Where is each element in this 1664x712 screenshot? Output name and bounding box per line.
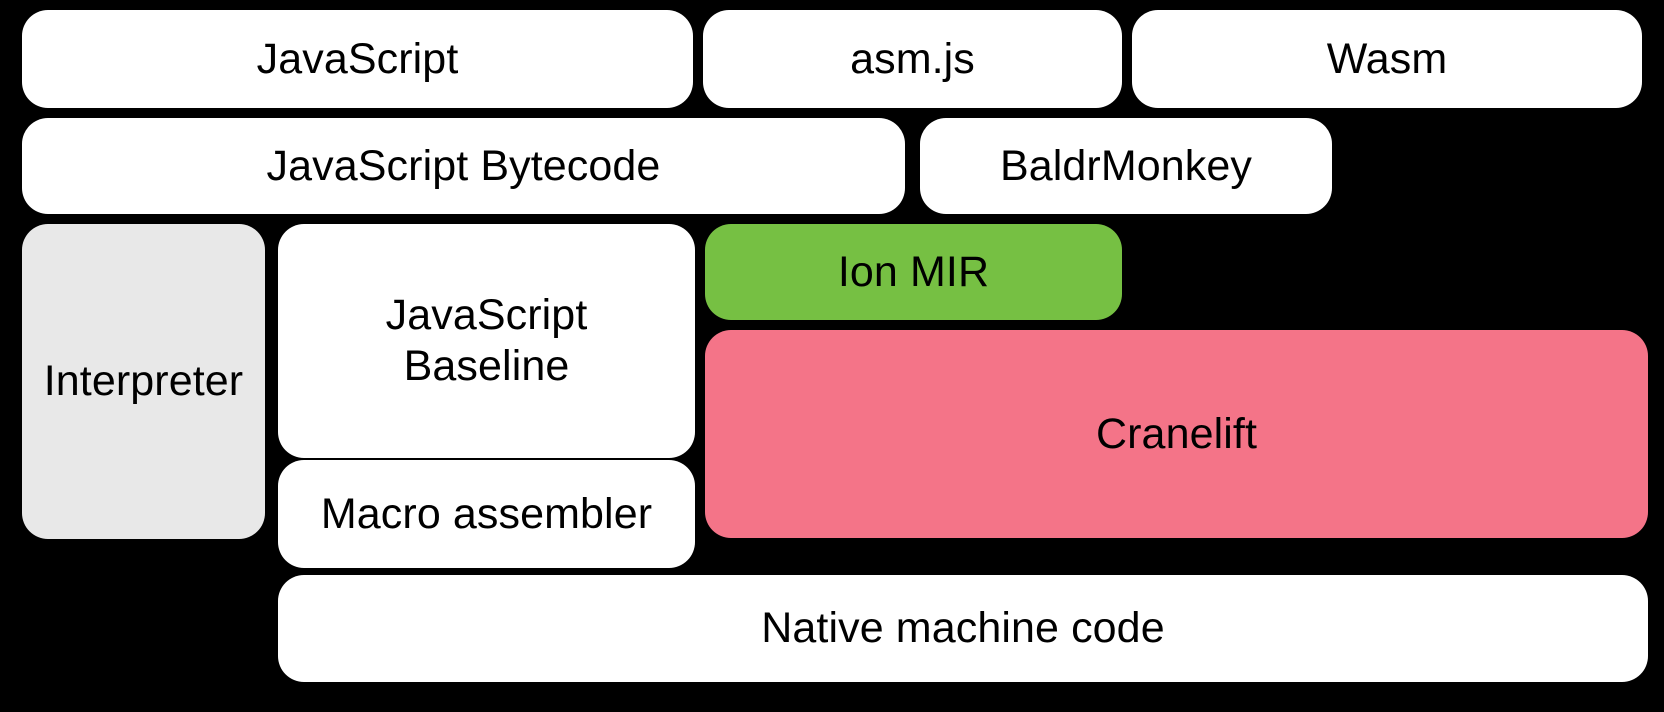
node-native-machine-code: Native machine code [278,575,1648,682]
node-wasm: Wasm [1132,10,1642,108]
node-javascript-baseline: JavaScript Baseline [278,224,695,458]
node-asm-js: asm.js [703,10,1122,108]
node-javascript: JavaScript [22,10,693,108]
node-javascript-bytecode: JavaScript Bytecode [22,118,905,214]
node-interpreter: Interpreter [22,224,265,539]
node-macro-assembler: Macro assembler [278,460,695,568]
node-baldrmonkey: BaldrMonkey [920,118,1332,214]
node-ion-mir: Ion MIR [705,224,1122,320]
node-cranelift: Cranelift [705,330,1648,538]
